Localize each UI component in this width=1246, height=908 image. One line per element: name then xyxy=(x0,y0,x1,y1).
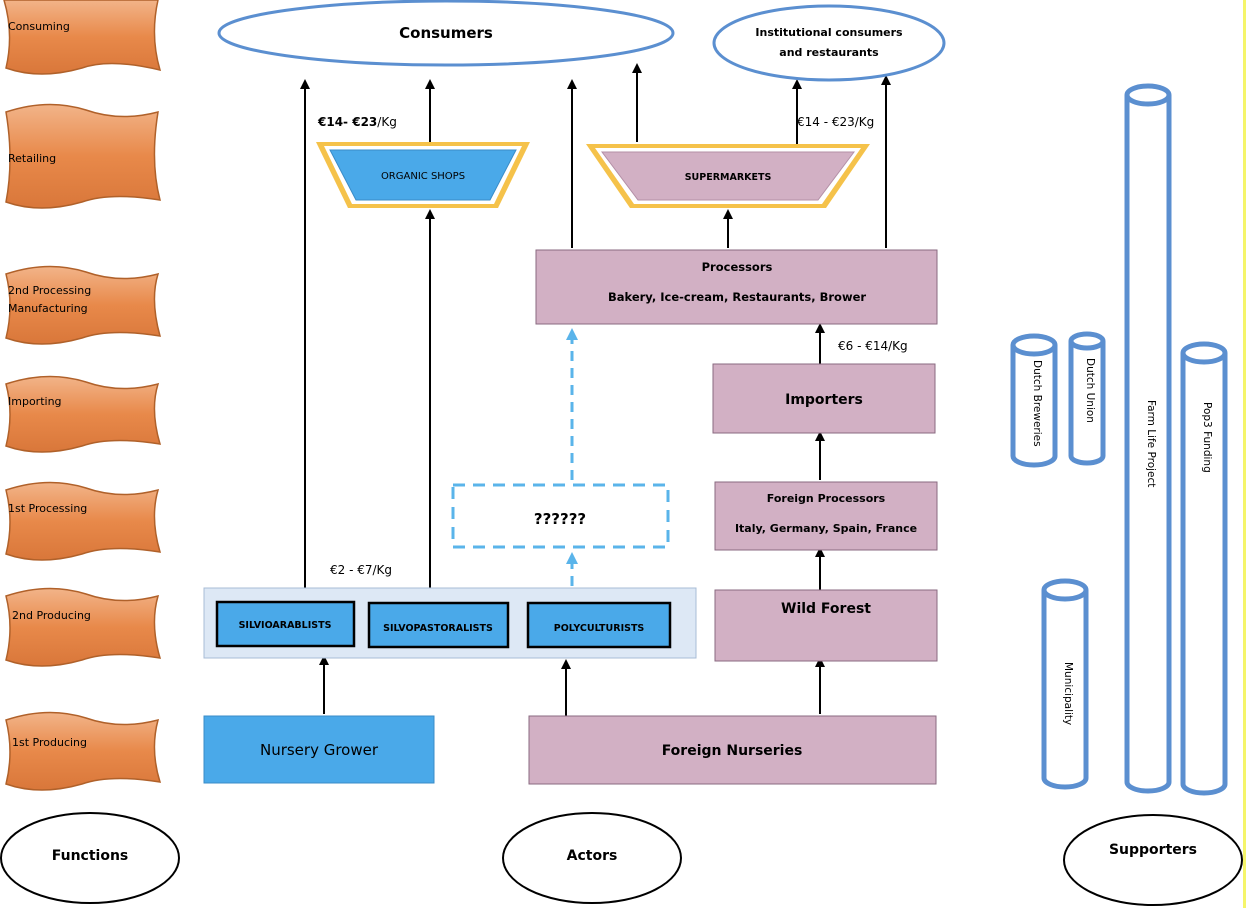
supporter-dutch-union: Dutch Union xyxy=(1068,331,1106,466)
processors-node: Processors Bakery, Ice-cream, Restaurant… xyxy=(535,249,938,325)
supporter-municipality: Municipality xyxy=(1041,578,1089,790)
foreign-processors-title: Foreign Processors xyxy=(767,492,886,505)
functions-heading-label: Functions xyxy=(52,848,129,864)
price-producer: €2 - €7/Kg xyxy=(330,563,392,577)
importers-label: Importers xyxy=(785,392,863,408)
supporter-label-farm-life-project: Farm Life Project xyxy=(1145,400,1157,487)
actors-heading: Actors xyxy=(502,812,682,904)
institutional-consumers-node: Institutional consumers and restaurants xyxy=(712,4,946,82)
wild-forest-label: Wild Forest xyxy=(781,601,871,617)
function-consuming: Consuming xyxy=(3,0,162,75)
producer-label-silvopastoralists: SILVOPASTORALISTS xyxy=(383,623,493,634)
consumers-node: Consumers xyxy=(217,0,675,67)
function-label-1st-producing: 1st Producing xyxy=(12,736,87,749)
importers-node: Importers xyxy=(712,363,936,434)
actors-heading-label: Actors xyxy=(567,848,618,864)
producer-label-polyculturists: POLYCULTURISTS xyxy=(554,623,645,634)
function-label-2nd-processing-line2: Manufacturing xyxy=(8,302,88,315)
unknown-label: ?????? xyxy=(534,510,586,528)
supporter-pop3-funding: Pop3 Funding xyxy=(1180,341,1228,796)
unknown-node: ?????? xyxy=(451,483,670,549)
organic-shops-label: ORGANIC SHOPS xyxy=(381,171,465,182)
foreign-processors-detail: Italy, Germany, Spain, France xyxy=(735,522,917,535)
function-label-retailing: Retailing xyxy=(8,152,56,165)
supporter-label-municipality: Municipality xyxy=(1062,662,1074,725)
producers-group: SILVIOARABLISTS SILVOPASTORALISTS POLYCU… xyxy=(203,587,697,659)
price-supermarket-retail: €14 - €23/Kg xyxy=(797,115,874,129)
function-label-2nd-producing: 2nd Producing xyxy=(12,609,91,622)
foreign-processors-node: Foreign Processors Italy, Germany, Spain… xyxy=(714,481,938,551)
producer-polyculturists: POLYCULTURISTS xyxy=(526,601,672,649)
producer-silvopastoralists: SILVOPASTORALISTS xyxy=(367,601,510,649)
processors-detail: Bakery, Ice-cream, Restaurants, Brower xyxy=(608,290,866,304)
price-organic-post: /Kg xyxy=(377,115,397,129)
institutional-label-line2: and restaurants xyxy=(779,46,879,59)
price-import: €6 - €14/Kg xyxy=(838,339,908,353)
supporter-dutch-breweries: Dutch Breweries xyxy=(1010,333,1058,468)
function-2nd-producing: 2nd Producing xyxy=(5,587,162,667)
function-2nd-processing: 2nd Processing Manufacturing xyxy=(5,265,162,345)
foreign-nurseries-node: Foreign Nurseries xyxy=(528,715,937,785)
function-1st-producing: 1st Producing xyxy=(5,711,162,791)
consumers-label: Consumers xyxy=(399,24,493,42)
supporters-heading-label: Supporters xyxy=(1109,842,1197,858)
processors-title: Processors xyxy=(702,260,773,274)
supporter-label-pop3-funding: Pop3 Funding xyxy=(1201,402,1213,473)
function-retailing: Retailing xyxy=(5,103,162,209)
supporter-label-dutch-union: Dutch Union xyxy=(1084,358,1096,423)
price-organic-retail: €14- €23/Kg xyxy=(317,115,397,129)
price-organic-pre: €14- xyxy=(317,115,352,129)
organic-shops-node: ORGANIC SHOPS xyxy=(316,142,530,208)
institutional-label-line1: Institutional consumers xyxy=(755,26,903,39)
supermarkets-node: SUPERMARKETS xyxy=(586,144,870,208)
supporter-farm-life-project: Farm Life Project xyxy=(1124,83,1172,794)
functions-column: Consuming Retailing 2nd Processing Manuf… xyxy=(3,0,162,791)
right-edge-border xyxy=(1243,0,1246,908)
price-organic-bold: €23 xyxy=(351,115,377,129)
nursery-grower-label: Nursery Grower xyxy=(260,741,379,759)
foreign-nurseries-label: Foreign Nurseries xyxy=(662,743,803,759)
function-importing: Importing xyxy=(5,375,162,453)
producer-silvioarablists: SILVIOARABLISTS xyxy=(215,600,356,648)
supporters-heading: Supporters xyxy=(1063,814,1243,906)
function-label-consuming: Consuming xyxy=(8,20,70,33)
functions-heading: Functions xyxy=(0,812,180,904)
function-1st-processing: 1st Processing xyxy=(5,481,162,561)
function-label-1st-processing: 1st Processing xyxy=(8,502,87,515)
supporter-label-dutch-breweries: Dutch Breweries xyxy=(1031,360,1043,447)
function-label-2nd-processing-line1: 2nd Processing xyxy=(8,284,91,297)
supermarkets-label: SUPERMARKETS xyxy=(685,172,772,183)
nursery-grower-node: Nursery Grower xyxy=(203,715,435,784)
flow-arrows xyxy=(300,63,891,716)
function-label-importing: Importing xyxy=(8,395,62,408)
wild-forest-node: Wild Forest xyxy=(714,589,938,662)
supporters-column: Dutch Breweries Dutch Union Farm Life Pr… xyxy=(1010,83,1228,796)
producer-label-silvioarablists: SILVIOARABLISTS xyxy=(239,620,332,631)
